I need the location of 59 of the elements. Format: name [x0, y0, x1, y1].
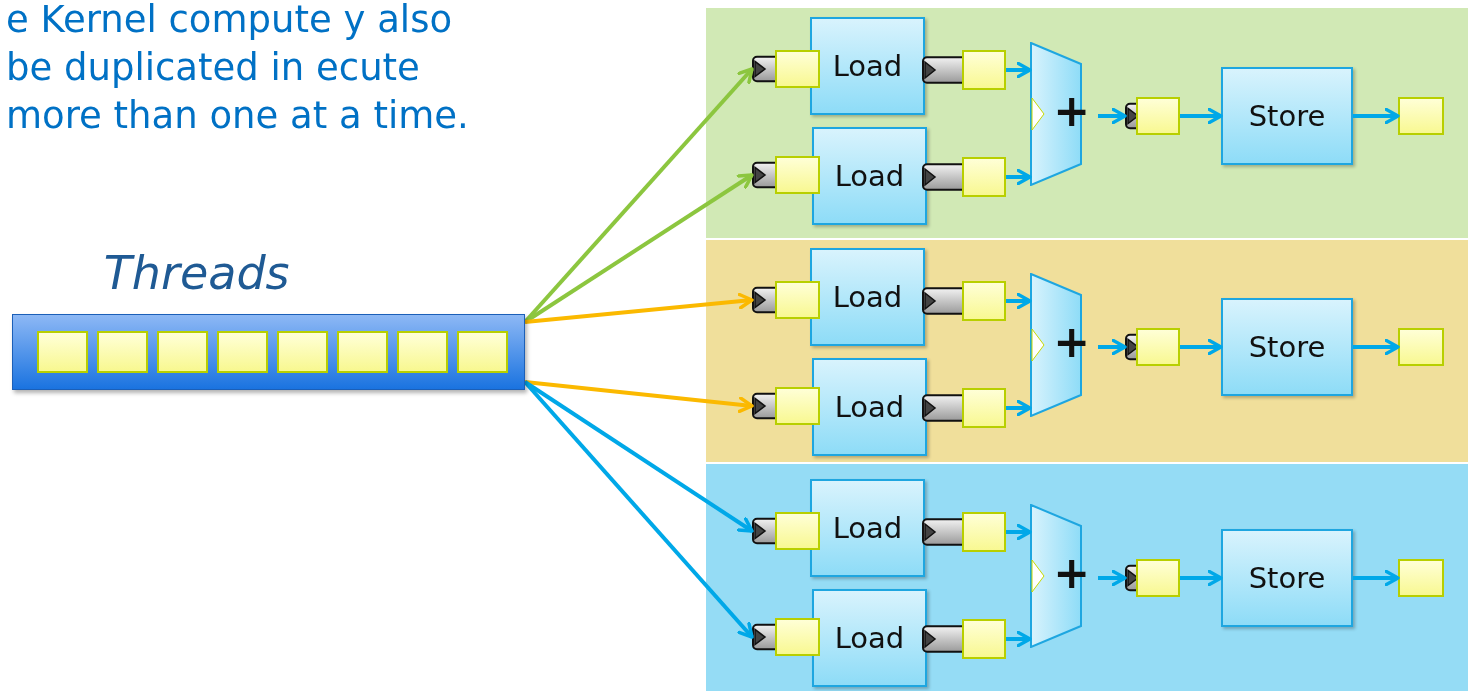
arrow — [1006, 523, 1032, 541]
arrow — [1006, 399, 1032, 417]
thread-slot — [217, 331, 268, 373]
register — [922, 619, 1006, 659]
arrow — [1180, 338, 1223, 356]
processing-unit: Load — [810, 248, 925, 346]
register — [752, 50, 820, 88]
arrow — [1006, 61, 1032, 79]
arrow — [523, 380, 754, 639]
processing-unit: Load — [812, 358, 927, 456]
stage-band — [706, 464, 1468, 691]
register — [922, 281, 1006, 321]
arrow — [1180, 107, 1223, 125]
arrow — [524, 380, 754, 414]
register — [752, 618, 820, 656]
thread-slot — [97, 331, 148, 373]
arrow — [524, 292, 754, 324]
register — [752, 156, 820, 194]
arrow — [1353, 107, 1400, 125]
processing-unit: Store — [1221, 529, 1353, 627]
register — [1398, 328, 1444, 366]
arrow — [1098, 338, 1127, 356]
processing-unit: Store — [1221, 67, 1353, 165]
heading: Threads — [102, 246, 291, 300]
processing-unit: Load — [812, 127, 927, 225]
stage-band — [706, 8, 1468, 238]
arrow — [1353, 338, 1400, 356]
arrow — [1006, 630, 1032, 648]
register — [922, 157, 1006, 197]
arrow — [1353, 569, 1400, 587]
processing-unit: Store — [1221, 298, 1353, 396]
processing-unit: Load — [810, 479, 925, 577]
arrow — [1098, 107, 1127, 125]
arrow — [1006, 168, 1032, 186]
thread-slot — [157, 331, 208, 373]
thread-slot — [37, 331, 88, 373]
register — [752, 281, 820, 319]
register — [1125, 97, 1180, 135]
register — [922, 388, 1006, 428]
register — [922, 50, 1006, 90]
stage-band — [706, 240, 1468, 462]
thread-slot — [277, 331, 328, 373]
arrow — [1180, 569, 1223, 587]
thread-slot — [337, 331, 388, 373]
register — [1125, 559, 1180, 597]
register — [752, 387, 820, 425]
arrow — [523, 380, 754, 533]
processing-unit: Load — [810, 17, 925, 115]
arrow — [1006, 292, 1032, 310]
body-text: e Kernel compute y also be duplicated in ecute more than one at a time. — [6, 0, 470, 139]
thread-slot — [397, 331, 448, 373]
thread-slot — [457, 331, 508, 373]
arrow — [1098, 569, 1127, 587]
register — [752, 512, 820, 550]
register — [1398, 559, 1444, 597]
processing-unit: Load — [812, 589, 927, 687]
register — [1125, 328, 1180, 366]
register — [1398, 97, 1444, 135]
register — [922, 512, 1006, 552]
